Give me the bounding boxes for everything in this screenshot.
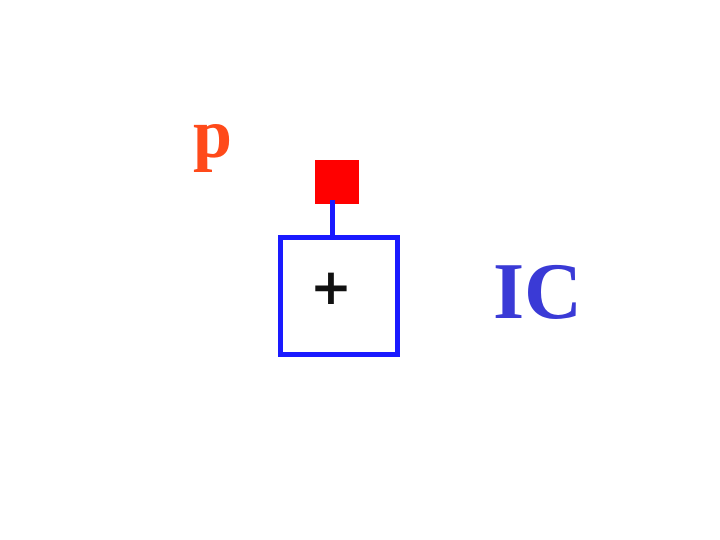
ic-label: IC (493, 248, 582, 336)
plus-sign: + (310, 258, 352, 316)
port-connector-line (330, 200, 335, 239)
sum-block[interactable]: + (278, 235, 400, 357)
p-label: p (193, 96, 232, 173)
input-port[interactable] (315, 160, 359, 204)
